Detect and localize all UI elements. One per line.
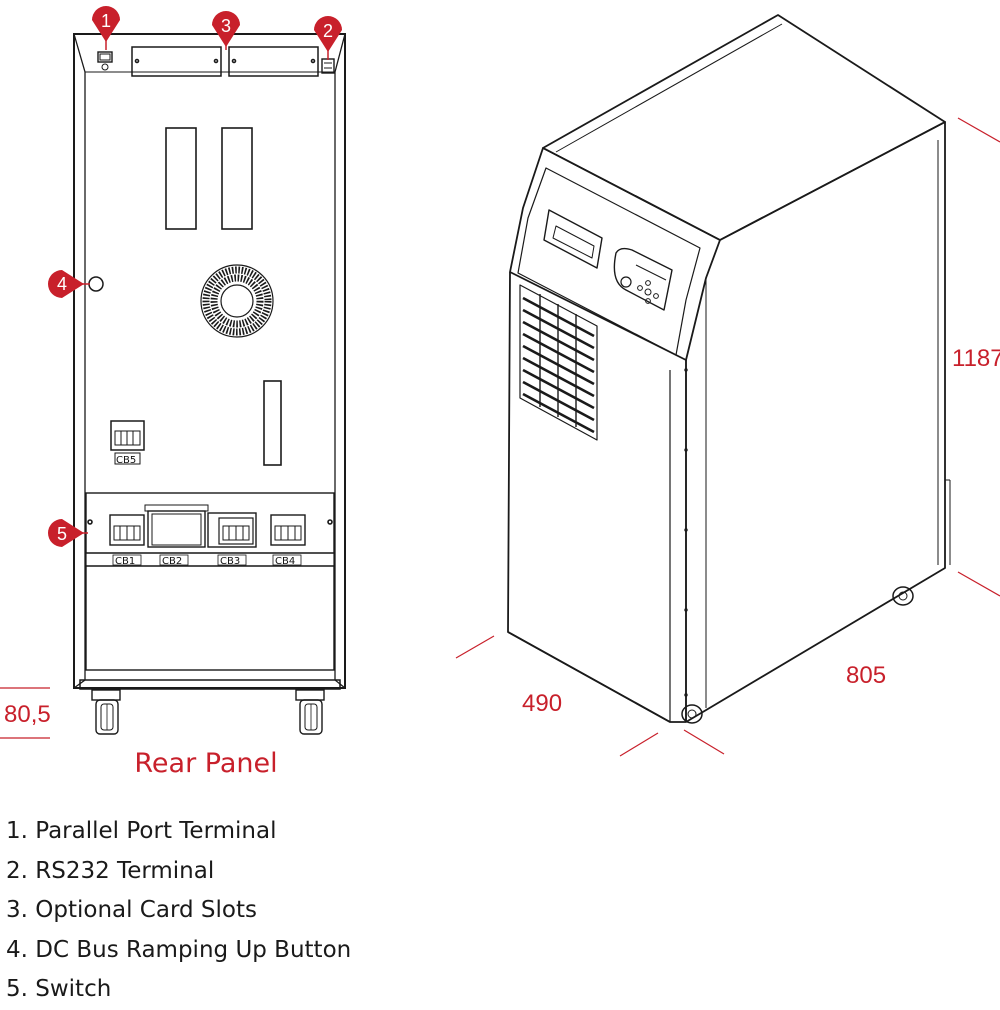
dimension-lines [455, 117, 1000, 757]
optional-card-slots [131, 46, 319, 77]
cb4-label: CB4 [275, 556, 295, 567]
svg-text:2: 2 [323, 21, 333, 41]
legend-item: 1. Parallel Port Terminal [6, 818, 277, 844]
dc-bus-ramping-up-button [88, 276, 104, 292]
height-dimension: 1187 [952, 345, 1000, 372]
ups-3d-view [507, 14, 951, 724]
rear-panel [73, 33, 346, 735]
ups-drawing: CB5 CB1 CB2 CB3 CB4 1 3 2 4 5 80,5 Rear … [0, 6, 1000, 779]
rear-panel-title: Rear Panel [134, 748, 277, 779]
marker-3: 3 [212, 11, 240, 50]
switch [85, 492, 335, 567]
legend-item: 2. RS232 Terminal [6, 857, 215, 884]
depth-dimension: 805 [846, 662, 886, 689]
legend: 1. Parallel Port Terminal 2. RS232 Termi… [6, 812, 351, 1010]
marker-2: 2 [314, 16, 342, 60]
legend-item: 5. Switch [6, 976, 112, 1003]
svg-text:4: 4 [57, 274, 67, 294]
rs232-terminal [321, 58, 335, 74]
fan-grille [200, 264, 274, 338]
marker-5: 5 [48, 519, 88, 547]
cb3-label: CB3 [220, 556, 240, 567]
svg-text:3: 3 [221, 16, 231, 36]
rear-wheel-right [295, 689, 325, 735]
cb1-label: CB1 [115, 556, 135, 567]
svg-text:5: 5 [57, 524, 67, 544]
legend-item: 3. Optional Card Slots [6, 897, 257, 924]
cb5-label: CB5 [116, 455, 136, 466]
parallel-port-terminal [97, 51, 113, 71]
marker-4: 4 [48, 270, 90, 298]
width-dimension: 490 [522, 690, 562, 717]
cb2-label: CB2 [162, 556, 182, 567]
legend-item: 4. DC Bus Ramping Up Button [6, 936, 352, 963]
rear-wheel-left [91, 689, 121, 735]
svg-text:1: 1 [101, 11, 111, 31]
marker-1: 1 [92, 6, 120, 50]
cb5-switch [110, 420, 145, 465]
wheel-height-dimension: 80,5 [4, 701, 51, 728]
